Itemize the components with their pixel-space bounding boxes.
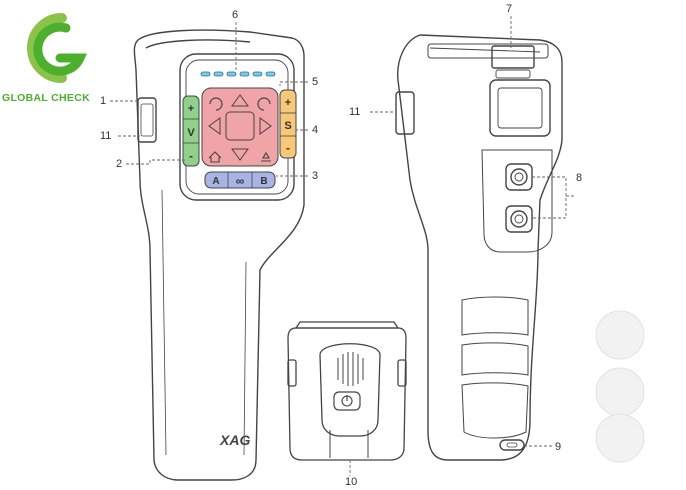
button-s[interactable]: S: [284, 120, 291, 132]
redo-icon[interactable]: [257, 97, 271, 111]
callout-11-front: 11: [100, 130, 112, 142]
callout-2: 2: [116, 158, 123, 170]
blue-button-row: [204, 171, 276, 189]
controller-back-view: [395, 34, 563, 461]
device-brand-label: XAG: [220, 432, 251, 448]
spray-icon[interactable]: [261, 151, 271, 162]
callout-leader-lines: [110, 16, 574, 476]
led-indicators: [200, 71, 276, 77]
button-minus-right[interactable]: -: [286, 141, 290, 155]
callout-8: 8: [576, 172, 583, 184]
power-button[interactable]: [333, 391, 361, 411]
home-icon[interactable]: [208, 151, 222, 163]
arrow-right-icon[interactable]: [259, 117, 272, 135]
decorative-bubbles: [595, 310, 645, 463]
logo-g-icon: [27, 13, 87, 83]
button-plus-right[interactable]: +: [285, 97, 291, 109]
orange-button-column: [279, 89, 297, 159]
arrow-left-icon[interactable]: [208, 117, 221, 135]
return-icon[interactable]: [209, 97, 223, 111]
callout-9: 9: [555, 441, 562, 453]
callout-7: 7: [506, 3, 513, 15]
callout-5: 5: [312, 76, 319, 88]
callout-3: 3: [312, 170, 319, 182]
arrow-down-icon[interactable]: [231, 148, 249, 161]
speaker-grille: [337, 352, 364, 386]
arrow-up-icon[interactable]: [231, 94, 249, 107]
battery-module: [287, 321, 407, 461]
button-infinity[interactable]: ∞: [236, 174, 245, 188]
callout-6: 6: [232, 9, 239, 21]
callout-10: 10: [345, 476, 358, 488]
logo-text: GLOBAL CHECK: [2, 92, 90, 104]
button-a[interactable]: A: [212, 176, 219, 187]
button-minus-left[interactable]: -: [189, 149, 193, 163]
callout-1: 1: [100, 95, 107, 107]
green-button-column: [182, 95, 200, 167]
callout-4: 4: [312, 124, 319, 136]
button-v[interactable]: V: [187, 127, 195, 139]
callout-11-back: 11: [349, 106, 361, 118]
button-plus-left[interactable]: +: [188, 103, 194, 115]
button-b[interactable]: B: [260, 176, 267, 187]
